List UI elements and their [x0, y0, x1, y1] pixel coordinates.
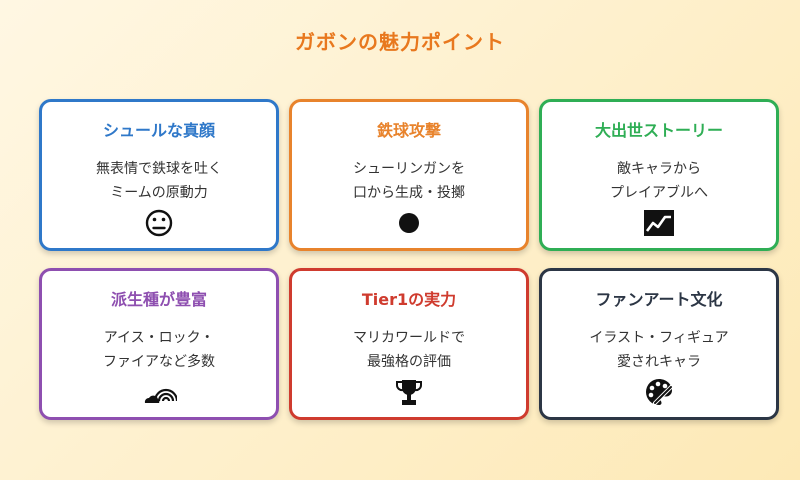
card-title: 派生種が豊富	[110, 290, 207, 309]
card-fan-art-culture: ファンアート文化 イラスト・フィギュア 愛されキャラ	[539, 268, 779, 420]
card-title: 大出世ストーリー	[594, 121, 723, 140]
card-description: マリカワールドで 最強格の評価	[353, 330, 465, 370]
rainbow-cloud-icon	[144, 388, 177, 403]
trophy-icon	[396, 380, 422, 405]
page-title: ガボンの魅力ポイント	[295, 30, 505, 54]
card-title: ファンアート文化	[595, 290, 723, 309]
palette-icon	[646, 379, 673, 405]
neutral-face-icon	[145, 209, 173, 237]
card-title: Tier1の実力	[361, 290, 457, 309]
trending-chart-icon	[644, 210, 674, 236]
card-title: シュールな真顔	[102, 121, 215, 140]
iron-ball-icon	[399, 213, 419, 233]
card-description: アイス・ロック・ ファイアなど多数	[103, 330, 215, 370]
card-surreal-face: シュールな真顔 無表情で鉄球を吐く ミームの原動力	[39, 99, 279, 251]
card-description: シューリンガンを 口から生成・投擲	[353, 161, 465, 201]
card-description: イラスト・フィギュア 愛されキャラ	[589, 330, 729, 370]
card-tier1-strength: Tier1の実力 マリカワールドで 最強格の評価	[289, 268, 529, 420]
card-iron-ball-attack: 鉄球攻撃 シューリンガンを 口から生成・投擲	[289, 99, 529, 251]
card-description: 敵キャラから プレイアブルへ	[610, 161, 708, 201]
card-many-variants: 派生種が豊富 アイス・ロック・ ファイアなど多数	[39, 268, 279, 420]
card-title: 鉄球攻撃	[376, 121, 441, 140]
card-success-story: 大出世ストーリー 敵キャラから プレイアブルへ	[539, 99, 779, 251]
card-description: 無表情で鉄球を吐く ミームの原動力	[96, 161, 222, 201]
